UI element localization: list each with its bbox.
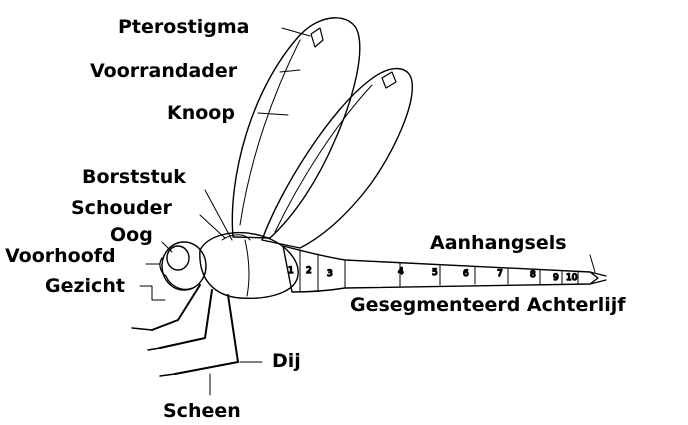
hind-leg-tibia <box>175 362 238 374</box>
label-dij: Dij <box>272 350 301 372</box>
hind-leg-femur <box>228 295 238 362</box>
forewing-costa-vein <box>240 40 300 225</box>
forewing-pterostigma <box>311 28 323 47</box>
leader-gezicht <box>140 286 165 300</box>
front-leg-tarsus <box>132 328 152 330</box>
label-pterostigma: Pterostigma <box>118 16 249 38</box>
label-scheen: Scheen <box>163 400 241 422</box>
middle-leg-tarsus <box>148 348 160 350</box>
leader-schouder <box>200 215 225 238</box>
middle-leg <box>160 290 212 348</box>
label-oog: Oog <box>110 224 153 246</box>
label-voorhoofd: Voorhoofd <box>5 245 116 267</box>
leader-voorrandader <box>280 70 300 72</box>
hindwing-vein <box>275 85 372 232</box>
hindwing <box>262 69 412 248</box>
forewing <box>232 18 359 238</box>
label-borststuk: Borststuk <box>82 166 186 188</box>
segment-number: 3 <box>327 269 333 279</box>
label-gezicht: Gezicht <box>45 275 125 297</box>
leader-aanhangsels <box>590 255 595 272</box>
segment-number: 1 <box>288 266 294 276</box>
segment-number: 5 <box>432 268 438 278</box>
segment-number: 9 <box>553 273 559 283</box>
segment-numbers: 1 2 3 4 5 6 7 8 9 10 <box>288 266 578 283</box>
hindwing-pterostigma <box>382 72 396 88</box>
thorax-stripe <box>245 240 249 296</box>
label-voorrandader: Voorrandader <box>90 60 237 82</box>
segment-number: 8 <box>530 270 536 280</box>
segment-number: 10 <box>566 273 578 283</box>
label-schouder: Schouder <box>71 197 172 219</box>
label-achterlijf: Gesegmenteerd Achterlijf <box>350 294 626 316</box>
label-knoop: Knoop <box>167 102 235 124</box>
front-leg <box>152 285 200 330</box>
label-aanhangsels: Aanhangsels <box>430 232 567 254</box>
segment-number: 2 <box>306 266 312 276</box>
leader-knoop <box>258 113 288 115</box>
face <box>166 276 192 289</box>
segment-number: 6 <box>463 269 469 279</box>
segment-number: 4 <box>398 267 404 277</box>
hind-leg-tarsus <box>160 374 175 376</box>
segment-number: 7 <box>497 269 503 279</box>
